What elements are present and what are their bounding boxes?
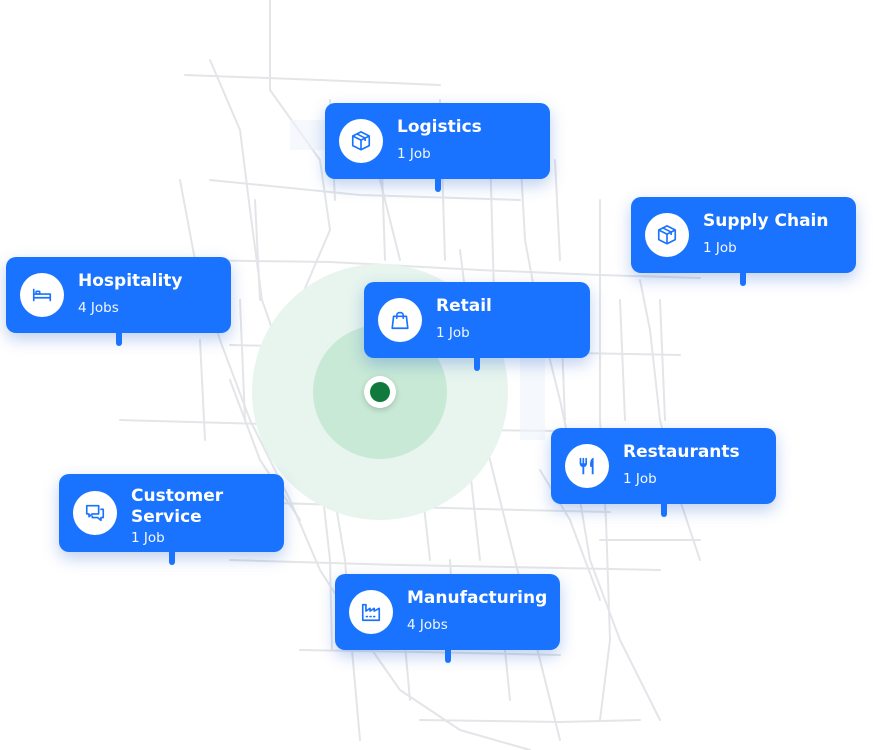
pin-retail[interactable]: Retail 1 Job [364,282,590,371]
pin-job-count: 1 Job [703,240,737,256]
bed-icon [20,273,64,317]
pin-title: Retail [436,296,492,316]
pin-customer-service[interactable]: Customer Service 1 Job [59,474,284,565]
pin-hospitality[interactable]: Hospitality 4 Jobs [6,257,231,346]
pin-supply-chain[interactable]: Supply Chain 1 Job [631,197,856,286]
pin-job-count: 1 Job [623,471,657,487]
current-location-marker [364,376,396,408]
pin-title: Logistics [397,117,482,137]
pin-title: Manufacturing [407,588,548,608]
box-icon [339,119,383,163]
pin-title: Supply Chain [703,211,829,231]
shopping-bag-icon [378,298,422,342]
pin-title: Restaurants [623,442,740,462]
box-icon [645,213,689,257]
pin-job-count: 1 Job [131,530,165,546]
pin-manufacturing[interactable]: Manufacturing 4 Jobs [335,574,560,663]
factory-icon [349,590,393,634]
location-dot [370,382,390,402]
pin-restaurants[interactable]: Restaurants 1 Job [551,428,776,517]
pin-job-count: 4 Jobs [407,617,448,633]
pin-job-count: 4 Jobs [78,300,119,316]
pin-logistics[interactable]: Logistics 1 Job [325,103,550,192]
chat-bubbles-icon [73,491,117,535]
pin-title: Hospitality [78,271,183,291]
utensils-icon [565,444,609,488]
pin-job-count: 1 Job [436,325,470,341]
pin-title: Customer Service [131,486,224,527]
pin-job-count: 1 Job [397,146,431,162]
